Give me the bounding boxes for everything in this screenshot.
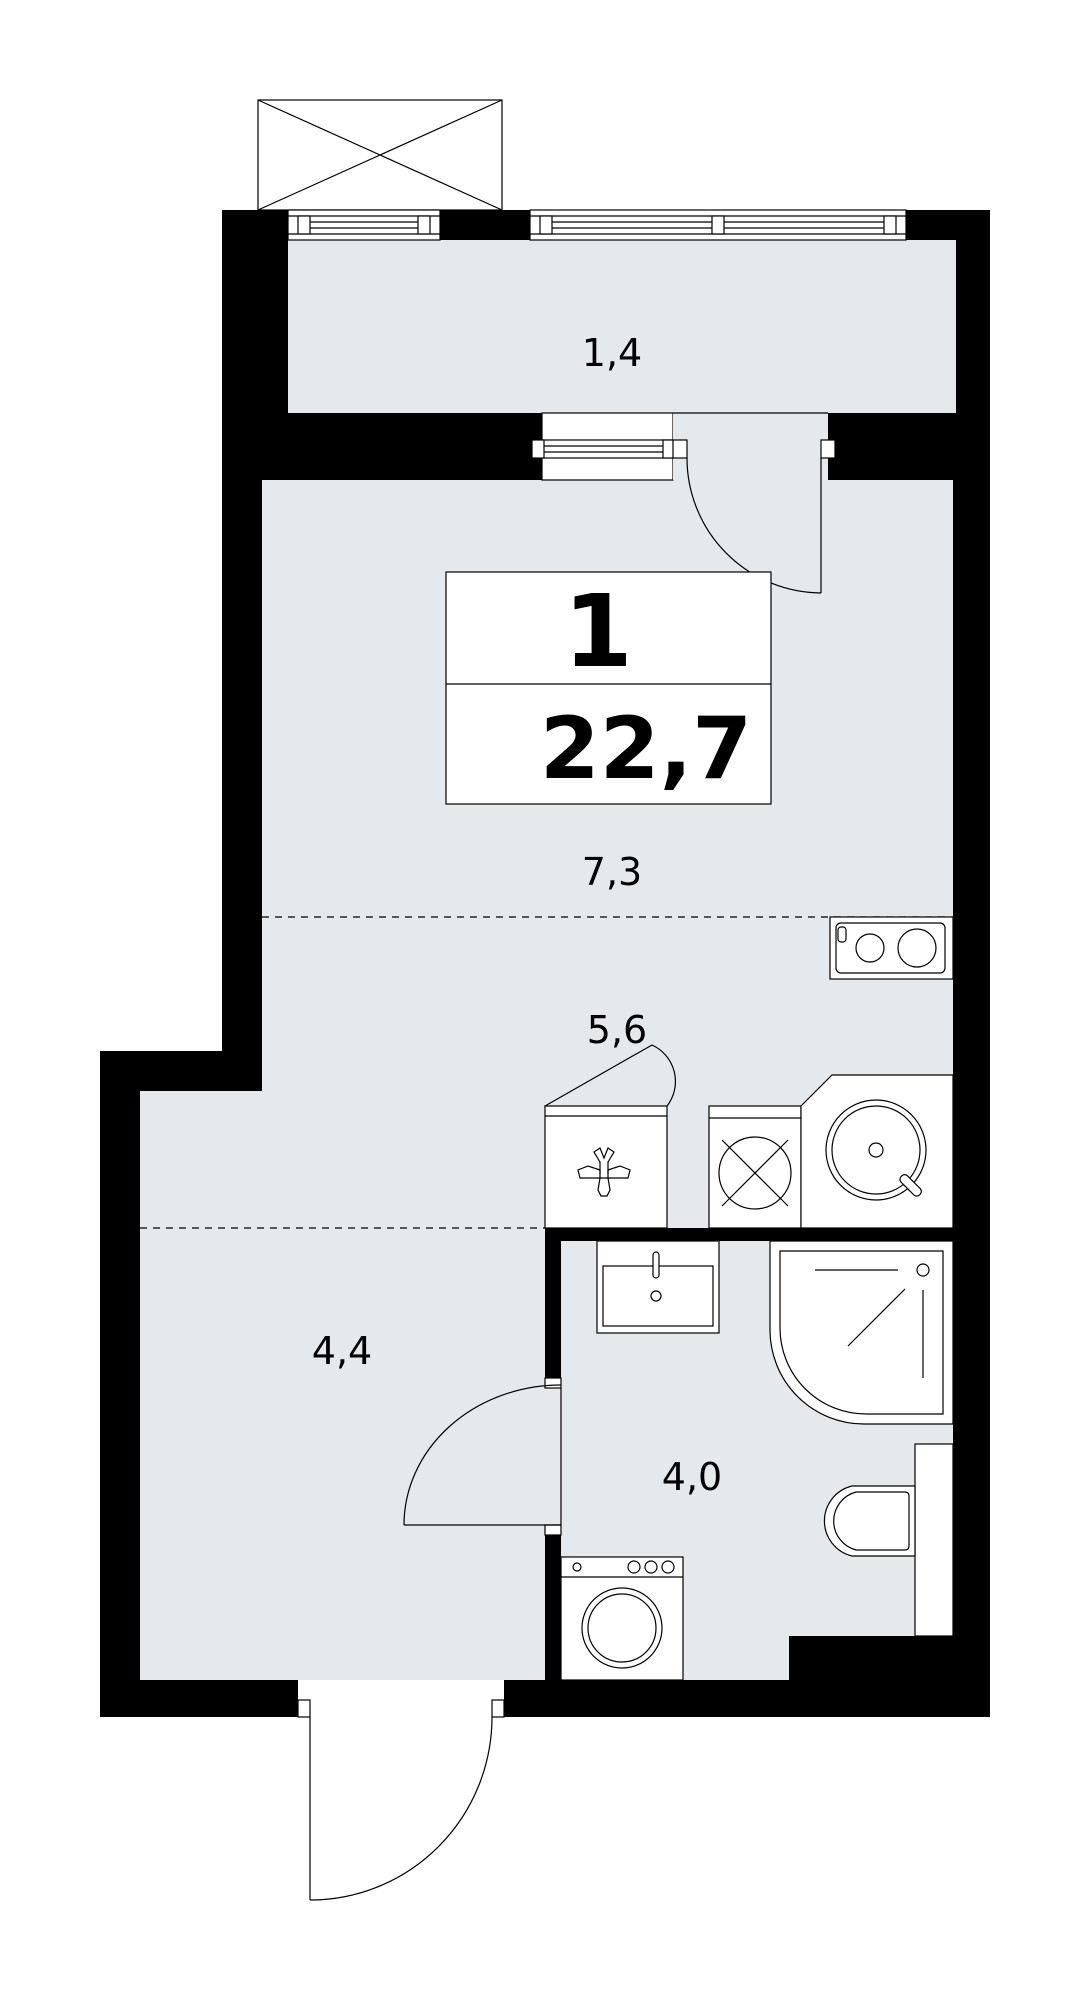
wall-bottom-left <box>100 1680 298 1717</box>
toilet <box>823 1443 954 1637</box>
shower <box>769 1240 954 1425</box>
balcony-door <box>672 412 836 594</box>
wall-bath-left-top <box>545 1228 561 1378</box>
hallway-floor <box>140 1090 548 1680</box>
wall-bath-left-bottom <box>545 1535 561 1717</box>
window-balcony-right <box>529 209 907 241</box>
area-label-hallway: 4,4 <box>312 1329 372 1373</box>
kitchen-sink <box>800 1074 954 1229</box>
entrance-door <box>297 1699 505 1901</box>
wall-bottom-notch <box>789 1636 990 1717</box>
rooms-count: 1 <box>563 573 633 690</box>
apartment-info-box: 1 22,7 <box>445 571 772 805</box>
total-area: 22,7 <box>540 699 752 799</box>
area-label-living: 7,3 <box>582 850 642 894</box>
wall-hallway-left <box>100 1051 140 1717</box>
snowflake-icon <box>577 1147 631 1197</box>
balcony-floor <box>288 240 956 413</box>
area-label-bathroom: 4,0 <box>662 1455 722 1499</box>
area-label-balcony: 1,4 <box>582 331 642 375</box>
window-balcony-left <box>287 209 441 241</box>
wall-right <box>953 413 990 1717</box>
washing-machine <box>560 1556 684 1681</box>
bathroom-door <box>403 1377 562 1536</box>
window-living <box>531 412 688 481</box>
wall-balcony-top-mid <box>440 210 530 240</box>
fridge <box>544 1044 677 1229</box>
railing-box <box>257 99 503 211</box>
wall-living-left <box>222 413 262 1091</box>
hob <box>829 916 954 980</box>
wall-balcony-living-left <box>222 413 542 480</box>
walls <box>100 210 990 1717</box>
oven <box>708 1105 802 1229</box>
area-label-kitchen: 5,6 <box>587 1008 647 1052</box>
bathroom-sink <box>596 1240 720 1334</box>
wall-bath-top <box>545 1228 990 1241</box>
